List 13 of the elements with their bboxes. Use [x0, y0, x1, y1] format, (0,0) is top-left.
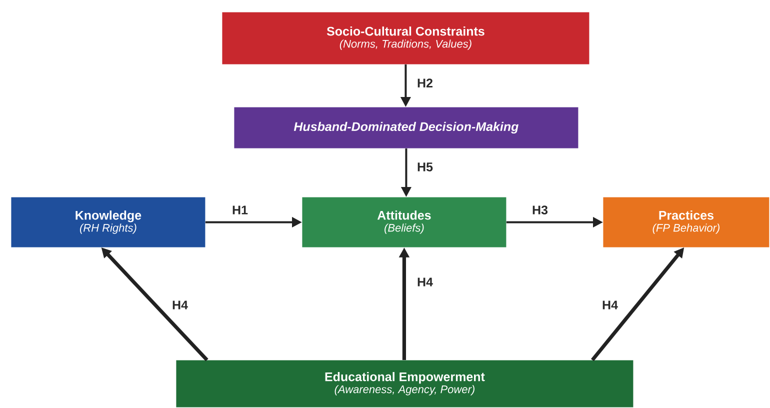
edge-label: H2	[416, 78, 434, 88]
edge-label: H4	[601, 300, 619, 310]
box: Socio-Cultural Constraints (Norms, Traditions, Values)	[222, 12, 590, 64]
edge-label: H4	[171, 300, 189, 310]
box: Attitudes (Beliefs)	[302, 197, 506, 248]
box: Practices (FP Behavior)	[603, 197, 770, 248]
box: Educational Empowerment (Awareness, Agency, Power)	[176, 360, 634, 408]
edge-label: H5	[416, 162, 434, 172]
box: Husband-Dominated Decision-Making	[234, 107, 578, 148]
edge-label: H3	[531, 204, 549, 216]
box: Knowledge (RH Rights)	[11, 197, 206, 248]
edge-label: H4	[416, 276, 434, 288]
edge-label: H1	[231, 204, 249, 216]
